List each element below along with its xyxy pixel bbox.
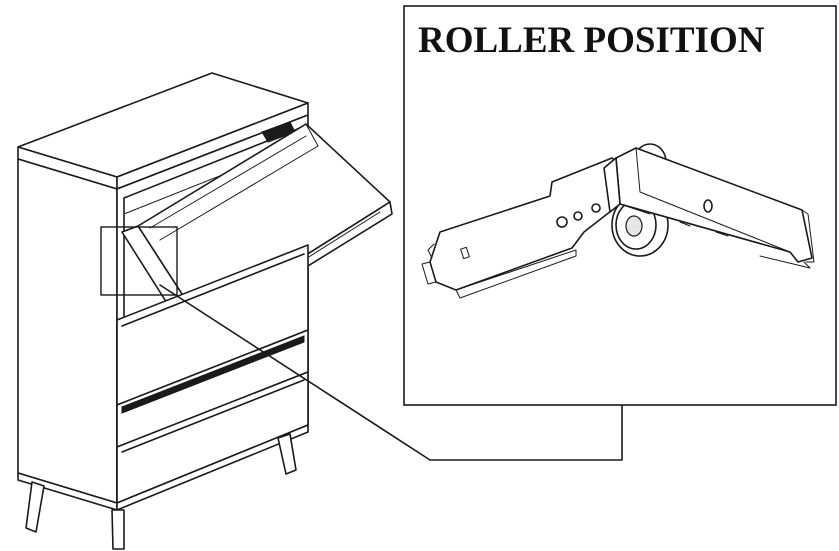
callout-leader-line [159, 284, 623, 461]
detail-title: ROLLER POSITION [418, 20, 765, 61]
detail-highlight-box [100, 226, 178, 296]
cabinet-legs [25, 433, 297, 550]
cabinet-left-side [17, 158, 118, 504]
detail-panel: ROLLER POSITION [403, 5, 837, 406]
roller-bracket [421, 143, 815, 299]
chest-of-drawers [17, 72, 393, 550]
cabinet-top [17, 72, 309, 190]
